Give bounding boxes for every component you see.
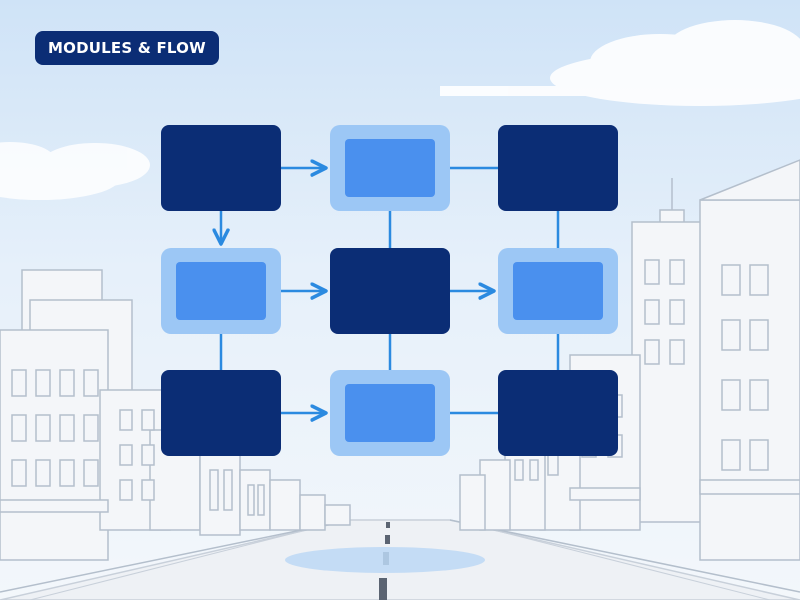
module-box-dark	[161, 125, 281, 211]
module-box-inner	[345, 384, 435, 442]
module-box-dark	[498, 125, 618, 211]
module-box-dark	[330, 248, 450, 334]
module-box-inner	[513, 262, 603, 320]
puddle	[285, 547, 485, 573]
buildings-left	[0, 269, 351, 561]
connectors	[212, 159, 560, 422]
cloud-right	[440, 20, 800, 106]
module-r2c3[interactable]	[498, 248, 618, 334]
module-r1c3[interactable]	[498, 125, 618, 211]
module-r3c1[interactable]	[161, 370, 281, 456]
road	[0, 519, 800, 600]
module-r3c2[interactable]	[330, 370, 450, 456]
module-r2c2[interactable]	[330, 248, 450, 334]
module-box-dark	[161, 370, 281, 456]
module-box-inner	[345, 139, 435, 197]
module-r2c1[interactable]	[161, 248, 281, 334]
modules	[161, 125, 618, 456]
cloud-left	[0, 142, 150, 200]
module-r1c1[interactable]	[161, 125, 281, 211]
page-title: MODULES & FLOW	[35, 31, 219, 65]
module-box-dark	[498, 370, 618, 456]
module-box-inner	[176, 262, 266, 320]
module-r3c3[interactable]	[498, 370, 618, 456]
module-r1c2[interactable]	[330, 125, 450, 211]
